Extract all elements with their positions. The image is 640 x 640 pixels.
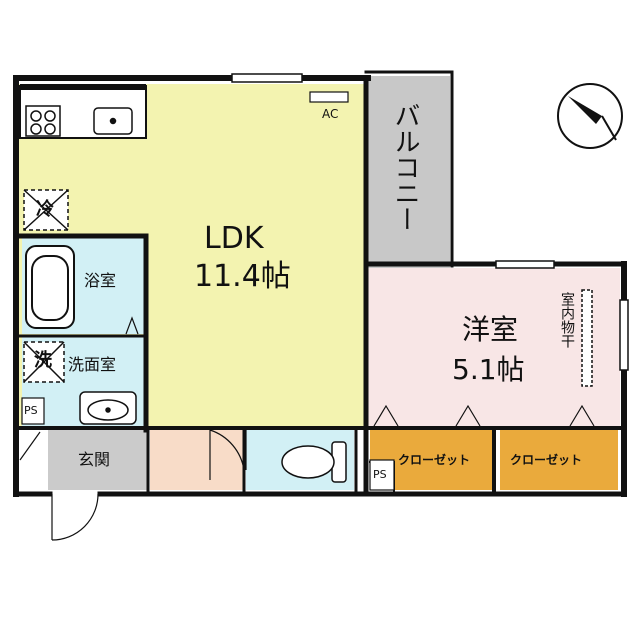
kitchen-sink-icon (93, 107, 133, 135)
ps-box-2 (369, 459, 395, 491)
windows (231, 73, 629, 371)
compass-icon (557, 83, 623, 149)
wash-basin-icon (79, 391, 137, 425)
closet-2-label: クローゼット (510, 453, 583, 467)
closet-1-label: クローゼット (398, 453, 471, 467)
kitchen-counter (19, 84, 147, 139)
ac-label: AC (322, 107, 339, 121)
ldk-label: LDK (204, 221, 264, 256)
drying-rail (581, 289, 593, 387)
indoor-drying-label: 室内物干 (559, 292, 575, 348)
western-room (368, 268, 620, 426)
entrance-label: 玄関 (78, 450, 111, 469)
bathroom-label: 浴室 (84, 271, 117, 290)
entrance-area (48, 428, 148, 490)
ldk-size: 11.4帖 (194, 259, 291, 294)
fridge-space (23, 189, 69, 231)
washer-label: 洗 (34, 350, 52, 371)
western-room-size: 5.1帖 (452, 353, 525, 386)
closet-2 (500, 430, 618, 490)
fridge-label: 冷 (36, 199, 54, 220)
balcony-label: バルコニー (390, 102, 420, 232)
ps-box-1 (21, 397, 45, 425)
hall-floor (150, 428, 244, 490)
washer-space (23, 341, 65, 383)
ac-unit (309, 91, 349, 103)
bathtub-icon (25, 245, 75, 329)
toilet-icon (281, 441, 347, 483)
doors (19, 316, 595, 541)
washroom-label: 洗面室 (68, 355, 117, 374)
western-room-label: 洋室 (462, 313, 519, 346)
balcony-area (368, 76, 450, 268)
ps-label-2: PS (373, 468, 387, 481)
ps-label-1: PS (24, 404, 38, 417)
stove-icon (25, 105, 61, 137)
walls (13, 70, 627, 497)
